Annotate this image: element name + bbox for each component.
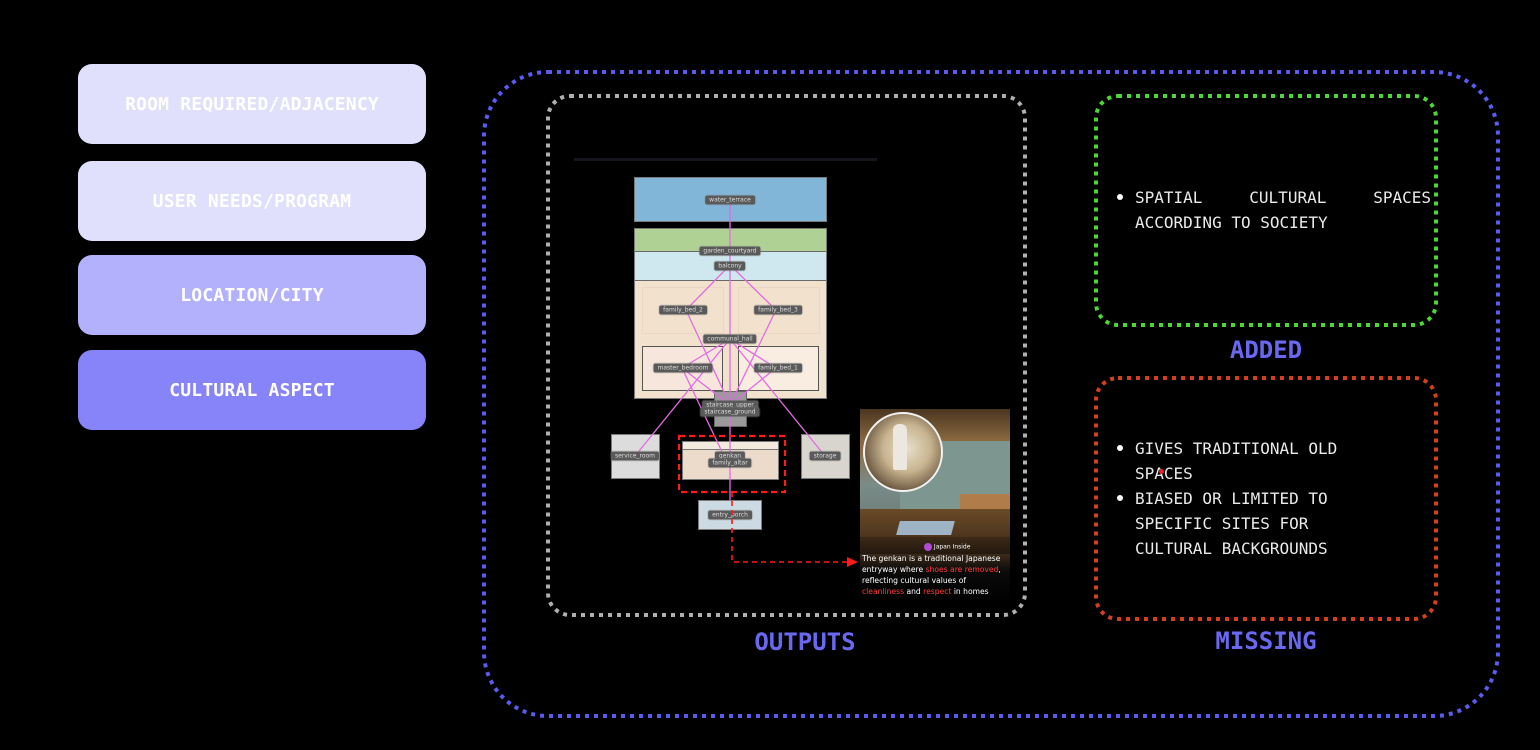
input-card-user-needs: USER NEEDS/PROGRAM <box>78 161 426 241</box>
photo-mat <box>896 521 955 535</box>
missing-label: MISSING <box>1215 627 1317 655</box>
photo-figure <box>893 424 907 470</box>
plan-divider <box>574 158 877 161</box>
photo-inset-circle <box>863 412 943 492</box>
badge-text: Japan Inside <box>933 543 971 551</box>
missing-item: GIVES TRADITIONAL OLD SPACES <box>1113 436 1373 486</box>
added-label: ADDED <box>1229 336 1303 364</box>
caption-part: The genkan is a traditional Japanese ent… <box>862 554 1001 574</box>
photo-shade <box>860 537 1010 599</box>
room-label: family_altar <box>708 458 752 468</box>
added-list: SPATIAL CULTURAL SPACES ACCORDING TO SOC… <box>1113 185 1431 235</box>
input-card-room-adjacency: ROOM REQUIRED/ADJACENCY <box>78 64 426 144</box>
outputs-label: OUTPUTS <box>754 628 856 656</box>
caption-part: in homes <box>951 587 989 596</box>
input-card-cultural-aspect: CULTURAL ASPECT <box>78 350 426 430</box>
input-card-label: ROOM REQUIRED/ADJACENCY <box>125 93 379 115</box>
photo-caption: The genkan is a traditional Japanese ent… <box>862 553 1008 597</box>
arrowhead-icon <box>847 557 858 567</box>
room-family-bed-2-area <box>642 287 724 334</box>
genkan-photo: Japan Inside The genkan is a traditional… <box>860 409 1010 599</box>
room-label: balcony <box>714 261 746 271</box>
photo-source-badge: Japan Inside <box>924 543 970 551</box>
room-label: master_bedroom <box>653 363 713 373</box>
room-label: service_room <box>610 451 660 461</box>
outputs-frame <box>546 94 1027 617</box>
room-family-bed-3-area <box>738 287 820 334</box>
callout-arrow <box>731 492 848 563</box>
input-card-location: LOCATION/CITY <box>78 255 426 335</box>
missing-frame <box>1094 376 1438 621</box>
added-item: SPATIAL CULTURAL SPACES ACCORDING TO SOC… <box>1113 185 1431 235</box>
room-label: family_bed_2 <box>659 305 707 315</box>
room-label: storage <box>809 451 841 461</box>
room-label: communal_hall <box>703 334 757 344</box>
caption-part: and <box>904 587 924 596</box>
room-label: staircase_ground <box>700 407 760 417</box>
input-card-label: LOCATION/CITY <box>180 284 324 306</box>
room-label: garden_courtyard <box>699 246 761 256</box>
room-label: family_bed_1 <box>754 363 802 373</box>
caption-highlight: cleanliness <box>862 587 905 596</box>
caption-highlight: respect <box>923 587 952 596</box>
input-card-label: CULTURAL ASPECT <box>169 379 335 401</box>
room-label: staircase_upper <box>702 400 758 410</box>
caption-part: , reflecting cultural values of <box>862 565 1001 585</box>
input-card-label: USER NEEDS/PROGRAM <box>152 190 352 212</box>
missing-list: GIVES TRADITIONAL OLD SPACES BIASED OR L… <box>1113 436 1373 561</box>
missing-item: BIASED OR LIMITED TO SPECIFIC SITES FOR … <box>1113 486 1373 561</box>
red-dot-marker <box>1159 469 1164 474</box>
room-label: entry_porch <box>708 510 752 520</box>
room-label: genkan <box>714 451 746 461</box>
added-frame <box>1094 94 1438 327</box>
room-label: water_terrace <box>705 195 755 205</box>
badge-logo-icon <box>924 543 932 551</box>
room-label: family_bed_3 <box>754 305 802 315</box>
caption-highlight: shoes are removed <box>925 565 999 574</box>
